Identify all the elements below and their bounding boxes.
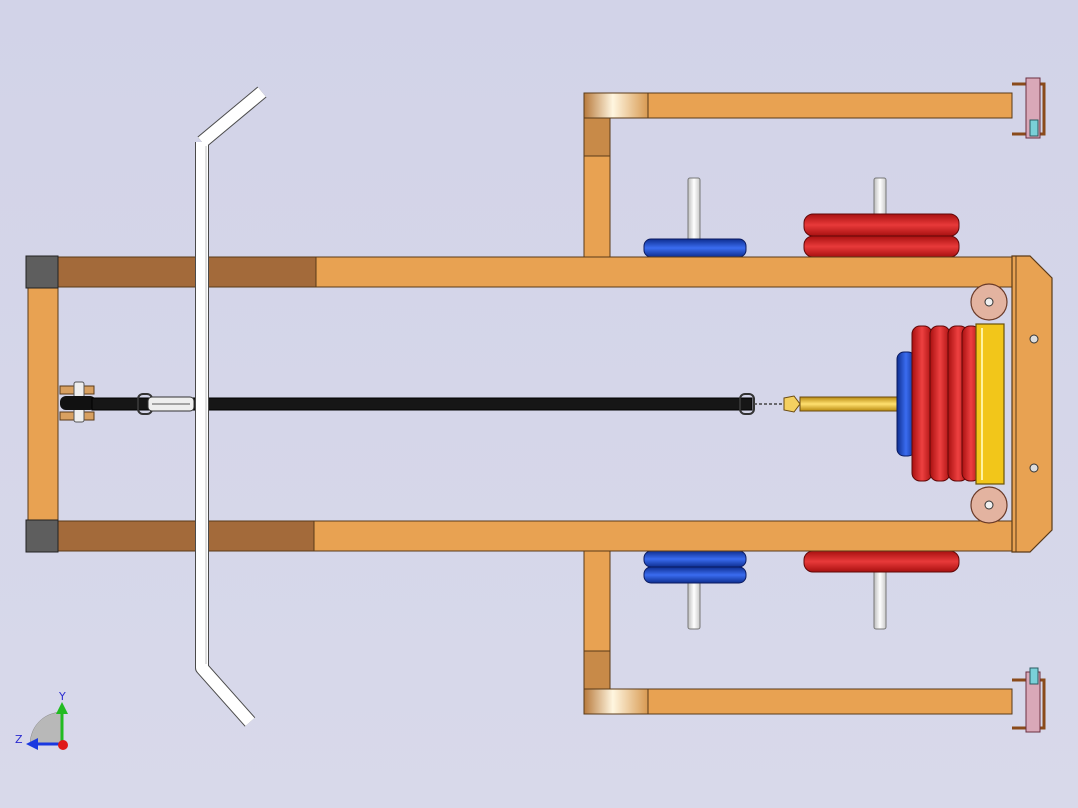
tow-bracket-bottom[interactable]: [1012, 667, 1046, 733]
axis-z-label: Z: [15, 733, 23, 746]
outrigger-top[interactable]: [583, 77, 1046, 259]
plate-blue-stored-bottom-2[interactable]: [643, 566, 747, 584]
outrigger-bottom-corner: [583, 688, 649, 715]
plate-red-stored-bottom[interactable]: [803, 550, 960, 573]
outrigger-top-corner: [583, 92, 649, 119]
sled-carriage[interactable]: [970, 283, 1008, 524]
tow-cable[interactable]: [91, 393, 801, 415]
plate-red-loaded-1[interactable]: [911, 325, 933, 482]
carabiner-icon[interactable]: [739, 393, 801, 415]
outrigger-bottom-post-shade: [583, 650, 611, 690]
plate-red-stored-top-1[interactable]: [803, 213, 960, 237]
storage-peg-blue-bottom[interactable]: [643, 550, 747, 630]
axis-triad: Y Z: [15, 690, 68, 750]
end-cap-top-left: [25, 255, 59, 289]
plate-blue-stored-top[interactable]: [643, 238, 747, 258]
storage-peg-red-bottom[interactable]: [803, 550, 960, 630]
plate-red-loaded-2[interactable]: [929, 325, 951, 482]
handlebar[interactable]: [195, 86, 267, 727]
cable-strap[interactable]: [91, 397, 753, 411]
front-end-plate[interactable]: [1011, 255, 1053, 553]
rear-cable-anchor[interactable]: [59, 381, 96, 423]
loading-pin[interactable]: [799, 396, 905, 412]
outrigger-top-rail[interactable]: [583, 92, 1013, 119]
main-rail-bottom-sleeve: [57, 520, 315, 552]
main-frame[interactable]: [25, 255, 1053, 553]
plate-blue-stored-bottom-1[interactable]: [643, 550, 747, 568]
bolt-head-icon: [1029, 463, 1039, 473]
main-rail-top-sleeve: [57, 256, 317, 288]
red-dot-icon: [58, 740, 68, 750]
bolt-head-icon: [1029, 334, 1039, 344]
axis-y-label: Y: [58, 690, 66, 703]
sled-upright[interactable]: [975, 323, 1005, 485]
rear-crossmember[interactable]: [27, 286, 59, 522]
outrigger-bottom[interactable]: [583, 549, 1046, 733]
carabiner-icon[interactable]: [137, 393, 195, 415]
tow-bracket-top[interactable]: [1012, 77, 1046, 139]
end-cap-bottom-left: [25, 519, 59, 553]
storage-peg-red-top[interactable]: [803, 177, 960, 258]
outrigger-top-post-shade: [583, 117, 611, 157]
loaded-plates[interactable]: [896, 325, 981, 482]
storage-peg-blue-top[interactable]: [643, 177, 747, 258]
plate-red-stored-top-2[interactable]: [803, 235, 960, 258]
